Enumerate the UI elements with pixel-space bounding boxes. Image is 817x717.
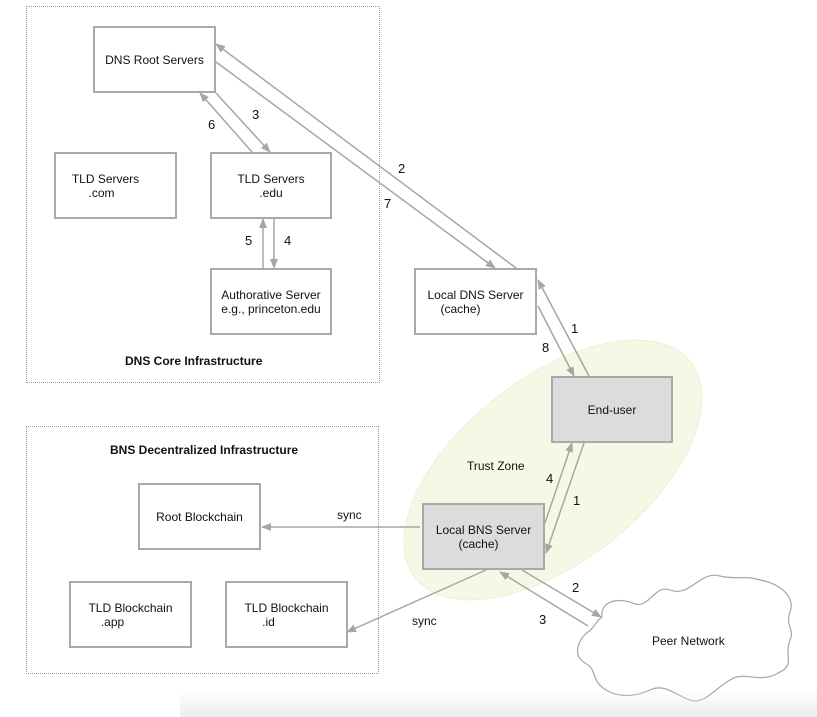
edge-label-dns-2: 2	[398, 161, 406, 176]
root-blockchain-node[interactable]: Root Blockchain	[138, 483, 261, 550]
tld-com-node[interactable]: TLD Servers .com	[54, 152, 177, 219]
node-sublabel: .id	[262, 614, 275, 629]
dns-root-servers-node[interactable]: DNS Root Servers	[93, 26, 216, 93]
bns-title: BNS Decentralized Infrastructure	[110, 443, 299, 457]
node-sublabel: e.g., princeton.edu	[221, 301, 321, 316]
node-sublabel: (cache)	[440, 301, 481, 316]
tld-id-blockchain-node[interactable]: TLD Blockchain .id	[225, 581, 348, 648]
end-user-node[interactable]: End-user	[551, 376, 673, 443]
local-bns-server-node[interactable]: Local BNS Server (cache)	[422, 503, 545, 570]
edge-label-dns-5: 5	[245, 233, 253, 248]
edge-dns-2	[215, 43, 517, 269]
edge-bns-1	[545, 442, 585, 554]
tld-app-blockchain-node[interactable]: TLD Blockchain .app	[69, 581, 192, 648]
edge-label-bns-4: 4	[546, 471, 554, 486]
node-label: Local DNS Server	[427, 287, 524, 302]
peer-network-label[interactable]: Peer Network	[652, 634, 725, 648]
edge-label-bns-3: 3	[539, 612, 547, 627]
node-sublabel: .app	[100, 614, 125, 629]
node-label: TLD Blockchain	[88, 600, 173, 615]
edge-label-sync-root: sync	[337, 508, 362, 522]
edge-sync-tld-id	[346, 569, 487, 633]
tld-edu-node[interactable]: TLD Servers .edu	[210, 152, 332, 219]
local-dns-server-node[interactable]: Local DNS Server (cache)	[414, 268, 537, 335]
edge-dns-3	[215, 92, 271, 153]
edge-label-bns-2: 2	[572, 580, 580, 595]
edge-label-sync-tld-id: sync	[412, 614, 437, 628]
edge-bns-3	[499, 571, 589, 627]
node-label: Root Blockchain	[156, 509, 243, 524]
node-label: DNS Root Servers	[105, 52, 204, 67]
edge-bns-2	[521, 569, 602, 618]
edge-dns-7	[215, 61, 496, 269]
edge-dns-8	[537, 305, 575, 377]
node-label: Authorative Server	[221, 287, 321, 302]
edge-dns-1	[537, 279, 590, 377]
node-label: End-user	[587, 402, 637, 417]
node-label: Local BNS Server	[435, 522, 532, 537]
node-sublabel: .com	[88, 185, 115, 200]
dns-core-region	[26, 6, 380, 383]
bottom-shadow	[180, 690, 817, 717]
authoritative-server-node[interactable]: Authorative Server e.g., princeton.edu	[210, 268, 332, 335]
edge-label-dns-8: 8	[542, 340, 550, 355]
node-label: TLD Blockchain	[244, 600, 329, 615]
node-sublabel: (cache)	[458, 536, 499, 551]
edge-dns-6	[199, 92, 253, 153]
dns-core-title: DNS Core Infrastructure	[125, 354, 263, 368]
node-label: TLD Servers	[71, 171, 140, 186]
edge-label-dns-1: 1	[571, 321, 579, 336]
node-label: TLD Servers	[237, 171, 305, 186]
edge-label-dns-6: 6	[208, 117, 216, 132]
edge-label-dns-3: 3	[252, 107, 260, 122]
edge-label-bns-1: 1	[573, 493, 581, 508]
bns-region	[26, 426, 379, 674]
edge-label-dns-4: 4	[284, 233, 292, 248]
edge-label-dns-7: 7	[384, 196, 392, 211]
edge-bns-4	[544, 442, 573, 524]
peer-network-cloud	[577, 574, 793, 702]
trust-zone-label: Trust Zone	[467, 459, 525, 473]
node-sublabel: .edu	[259, 185, 283, 200]
